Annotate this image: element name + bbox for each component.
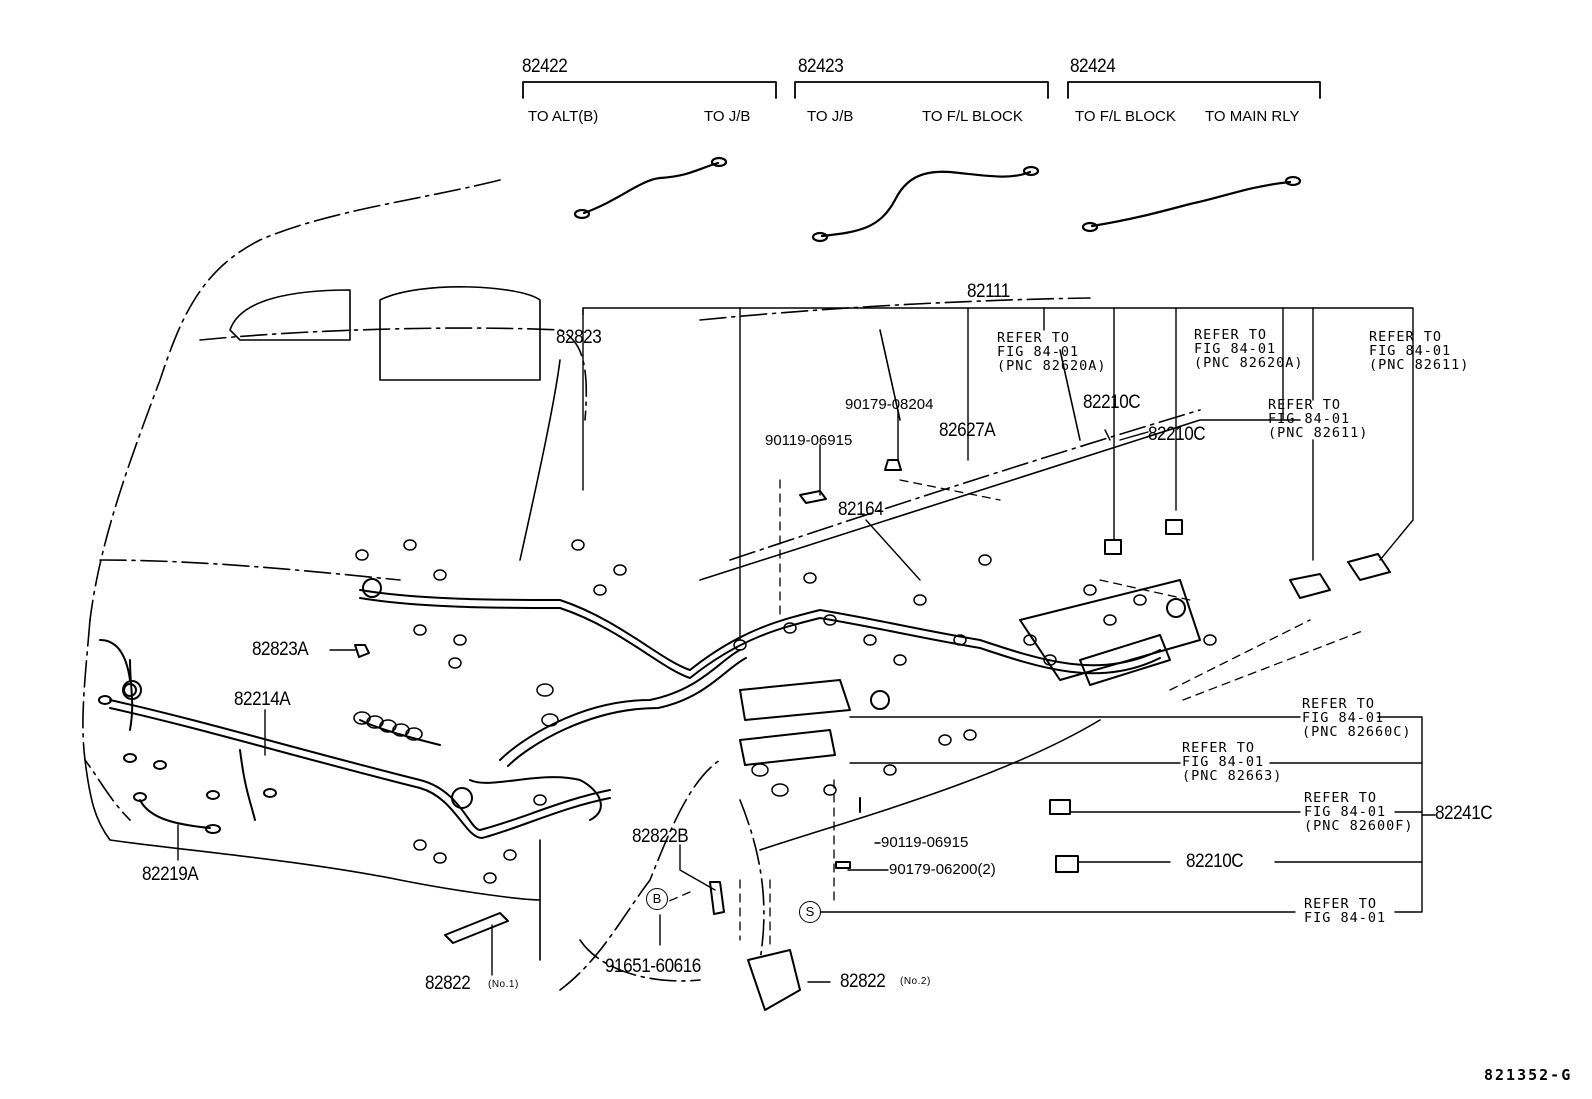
part-number-82214A: 82214A	[234, 689, 291, 710]
cable-from-label: TO ALT(B)	[528, 108, 599, 125]
part-number-82241C: 82241C	[1435, 803, 1493, 824]
part-number-82823A: 82823A	[252, 639, 309, 660]
vehicle-lines	[84, 286, 1301, 961]
part-number-90119-06915: 90119-06915	[765, 432, 853, 449]
marker-s: S	[799, 901, 821, 923]
battery-cables	[573, 156, 1302, 243]
part-number-82164: 82164	[838, 499, 884, 520]
marker-b: B	[646, 888, 668, 910]
part-number-82210C: 82210C	[1186, 851, 1244, 872]
cable-from-label: TO J/B	[807, 108, 854, 125]
part-number-82822-no2: 82822	[840, 971, 886, 992]
part-number-82423: 82423	[798, 56, 844, 77]
part-number-90119-06915: 90119-06915	[881, 834, 969, 851]
part-number-82111: 82111	[967, 281, 1010, 302]
cable-to-label: TO F/L BLOCK	[922, 108, 1023, 125]
cable-brackets	[522, 81, 1321, 99]
cable-to-label: TO MAIN RLY	[1205, 108, 1300, 125]
cable-82423	[820, 170, 1032, 238]
part-number-90179-08204: 90179-08204	[845, 396, 934, 413]
part-number-82210C: 82210C	[1148, 424, 1206, 445]
part-note-no2: (No.2)	[900, 976, 931, 987]
part-number-82823: 82823	[556, 327, 602, 348]
part-number-82822B: 82822B	[632, 826, 689, 847]
hidden-lines	[659, 479, 1366, 951]
cable-to-label: TO J/B	[704, 108, 751, 125]
part-number-82627A: 82627A	[939, 420, 996, 441]
part-number-82424: 82424	[1070, 56, 1116, 77]
part-number-91651-60616: 91651-60616	[605, 956, 701, 977]
part-number-90179-06200: 90179-06200(2)	[889, 861, 996, 878]
cable-82422	[582, 161, 720, 215]
part-note-no1: (No.1)	[488, 979, 519, 990]
vehicle-outline	[82, 179, 1201, 991]
leader-lines	[177, 307, 1436, 983]
cable-82424	[1090, 180, 1292, 228]
part-number-82219A: 82219A	[142, 864, 199, 885]
wire-harness	[98, 459, 1391, 1011]
diagram-code: 821352-G	[1484, 1066, 1573, 1084]
part-number-82422: 82422	[522, 56, 568, 77]
part-number-82210C: 82210C	[1083, 392, 1141, 413]
cable-from-label: TO F/L BLOCK	[1075, 108, 1176, 125]
part-number-82822-no1: 82822	[425, 973, 471, 994]
